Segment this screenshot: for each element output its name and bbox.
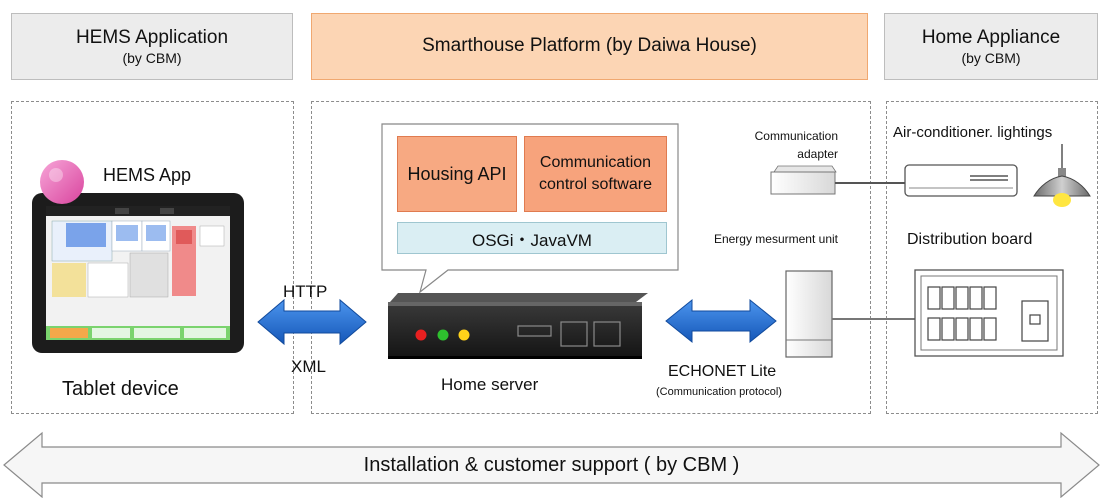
header-hems-application: HEMS Application (by CBM) [11,13,293,80]
header-smarthouse-platform: Smarthouse Platform (by Daiwa House) [311,13,868,80]
echonet-arrow [665,298,777,344]
region-appliance [886,101,1098,414]
housing-api-label: Housing API [407,163,507,184]
header-appliance-title: Home Appliance [921,26,1061,48]
server-led-green [437,329,449,341]
home-server-illustration [388,293,648,359]
region-hems [11,101,294,414]
support-label: Installation & customer support ( by CBM… [363,454,740,476]
echonet-lite-label: ECHONET Lite [668,363,777,380]
region-platform [311,101,871,414]
echonet-sub-label: (Communication protocol) [656,386,782,398]
hems-app-label: HEMS App [103,165,192,185]
hems-app-icon [40,160,84,204]
osgi-javavm-box: OSGi・JavaVM [397,222,667,254]
housing-api-box: Housing API [397,136,517,212]
aircon-lightings-label: Air-conditioner. lightings [893,124,1053,141]
pendant-light-illustration [1033,144,1091,207]
server-led-yellow [458,329,470,341]
http-arrow [257,298,367,346]
http-label: HTTP [283,282,328,301]
header-appliance-sub: (by CBM) [961,49,1021,66]
tablet-device-label: Tablet device [62,378,179,400]
distribution-board-label: Distribution board [907,231,1033,248]
header-home-appliance: Home Appliance (by CBM) [884,13,1098,80]
communication-software-box: Communication control software [524,136,667,212]
air-conditioner-illustration [904,164,1018,197]
tablet-device-illustration [32,193,244,353]
communication-software-label: Communication control software [539,154,652,193]
communication-adapter-label: Communication adapter [754,129,838,161]
header-platform-title: Smarthouse Platform (by Daiwa House) [422,35,757,57]
header-hems-sub: (by CBM) [122,49,182,66]
energy-measurement-unit-illustration [785,270,833,358]
osgi-javavm-label: OSGi・JavaVM [472,230,592,250]
home-server-label: Home server [441,375,539,394]
energy-unit-label: Energy mesurment unit [713,232,838,246]
server-led-red [415,329,427,341]
support-arrow [3,431,1100,498]
header-hems-title: HEMS Application [75,26,229,48]
xml-label: XML [291,357,326,376]
communication-adapter-illustration [770,165,837,195]
distribution-board-illustration [914,269,1064,357]
